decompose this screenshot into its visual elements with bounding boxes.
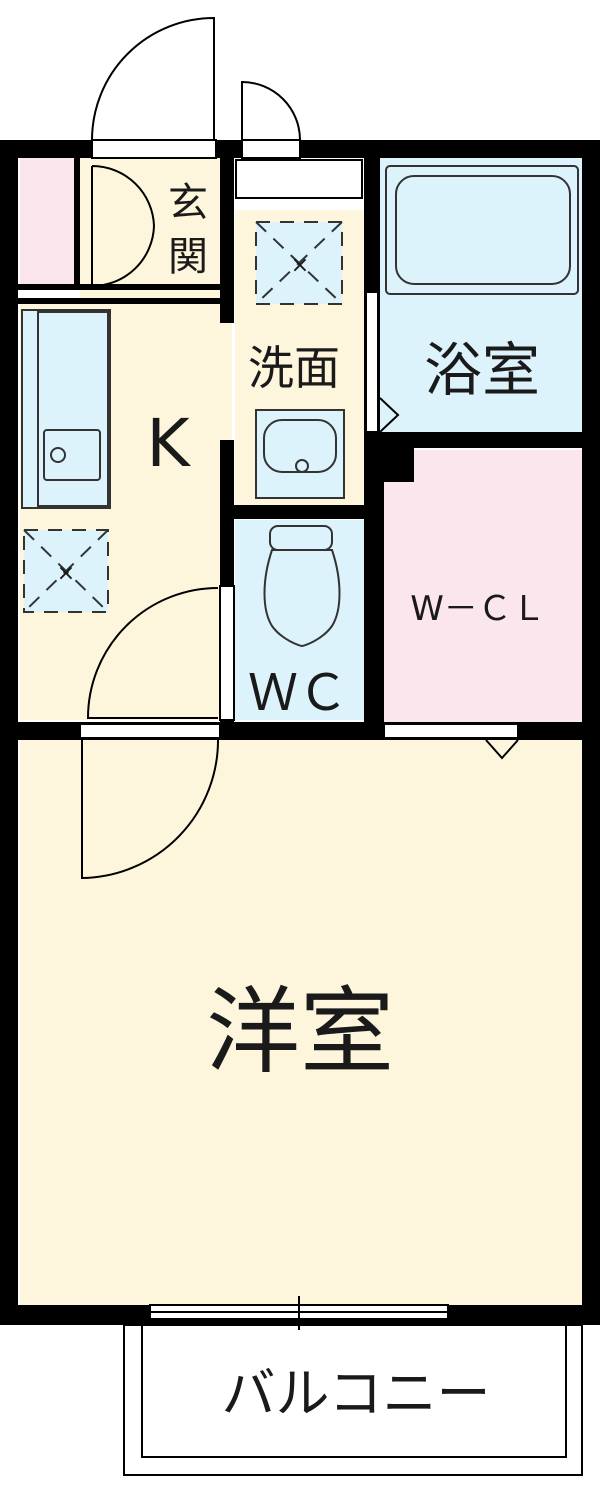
western-room-label: 洋室 bbox=[206, 978, 394, 1087]
ventilation-icon bbox=[23, 529, 109, 613]
openings bbox=[79, 139, 519, 1330]
toilet-door-gap bbox=[219, 585, 235, 721]
bathroom-label: 浴室 bbox=[424, 336, 540, 404]
closet-floor bbox=[383, 450, 582, 725]
toilet-label: ＷＣ bbox=[248, 664, 348, 722]
washroom-bath-wall bbox=[364, 158, 380, 738]
wash-basin-icon bbox=[255, 409, 345, 499]
kitchen-door-swing-icon bbox=[86, 587, 219, 719]
toilet-icon bbox=[263, 525, 341, 648]
door-swings bbox=[81, 16, 519, 880]
outer-wall-left bbox=[0, 140, 18, 1325]
balcony bbox=[123, 1324, 583, 1476]
fixtures: × × bbox=[21, 165, 579, 648]
small-door-gap bbox=[241, 139, 301, 159]
kitchen-washroom-wall-upper bbox=[220, 158, 234, 323]
labels: 玄 関 洗面 浴室 K W－ＣＬ ＷＣ 洋室 バルコニー bbox=[146, 180, 545, 1425]
kitchen-label: K bbox=[146, 405, 191, 482]
genkan-closet-door-icon bbox=[91, 165, 156, 287]
entrance-door-gap bbox=[91, 139, 217, 159]
bathtub-icon bbox=[385, 165, 579, 295]
western-room-floor bbox=[20, 740, 582, 1305]
outer-wall-right bbox=[582, 140, 600, 1325]
room-fills bbox=[20, 158, 582, 1305]
kitchen-top-wall bbox=[18, 298, 233, 304]
kitchen-sink-icon bbox=[21, 309, 111, 509]
closet-wall bbox=[74, 158, 80, 288]
entrance-door-swing-icon bbox=[91, 16, 215, 141]
closet-door-gap bbox=[383, 723, 519, 739]
small-door-swing-icon bbox=[241, 80, 301, 141]
closet-label: W－ＣＬ bbox=[410, 589, 546, 629]
closet-left-wall bbox=[380, 448, 384, 728]
washroom-ventilation-icon bbox=[255, 221, 343, 305]
room-door-swing-icon bbox=[81, 737, 220, 880]
entrance-label-2: 関 bbox=[168, 234, 208, 280]
storage-strip bbox=[235, 159, 363, 199]
balcony-label: バルコニー bbox=[222, 1362, 491, 1425]
closet-door-marker-icon bbox=[485, 739, 519, 760]
genkan-closet-fill bbox=[20, 158, 78, 286]
closet-corner-block bbox=[380, 448, 414, 482]
kitchen-vent-x: × bbox=[57, 561, 75, 586]
bath-bottom-wall bbox=[380, 432, 582, 448]
bath-door-gap bbox=[365, 291, 379, 433]
washroom-vent-x: × bbox=[291, 253, 309, 278]
washroom-label: 洗面 bbox=[248, 341, 340, 395]
washroom-toilet-wall bbox=[234, 505, 366, 519]
genkan-bottom-wall bbox=[18, 284, 220, 290]
bath-door-marker-icon bbox=[379, 397, 400, 433]
balcony-inner bbox=[141, 1324, 567, 1458]
entrance-label-1: 玄 bbox=[168, 180, 208, 226]
kitchen-door-gap bbox=[79, 723, 221, 739]
genkan-floor bbox=[80, 158, 220, 298]
